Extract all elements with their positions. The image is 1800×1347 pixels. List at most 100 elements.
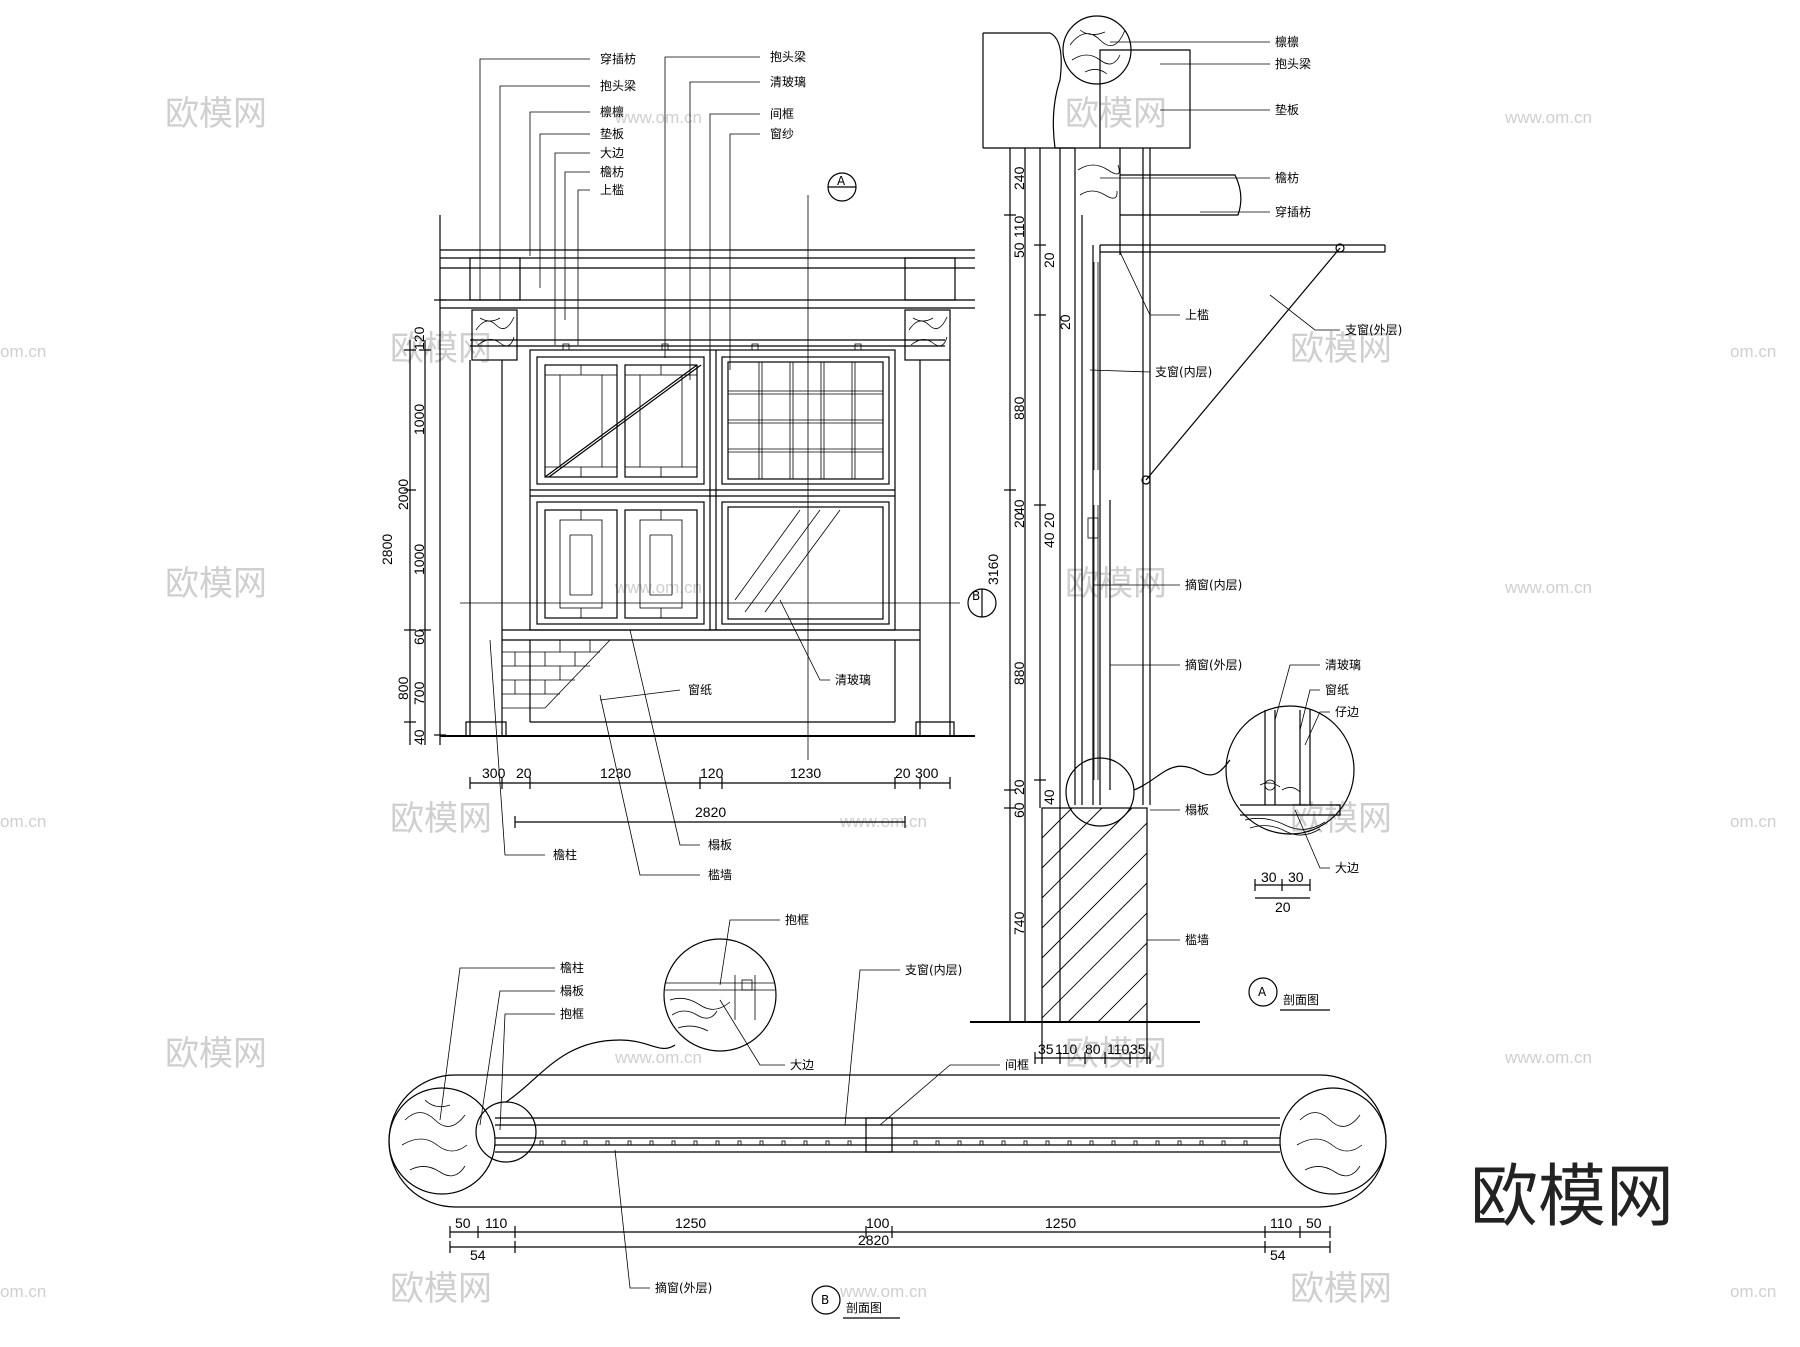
section-a: 檩檩 抱头梁 垫板 檐枋 穿插枋 上槛 支窗(外层) 支窗(内层) 摘窗(内层)… xyxy=(970,15,1402,1064)
rail-tick xyxy=(1089,1140,1094,1146)
elevation-leaders xyxy=(479,56,760,380)
dim-a-detail-30-2: 30 xyxy=(1288,869,1304,885)
dim-a-40: 40 xyxy=(1011,499,1027,515)
rail-tick xyxy=(1221,1140,1226,1146)
dim-b-54-r: 54 xyxy=(1270,1247,1286,1263)
label-a-kanqiang: 槛墙 xyxy=(1185,932,1209,947)
rail-tick xyxy=(1001,1140,1006,1146)
label-a-zhichuang-outer: 支窗(外层) xyxy=(1345,323,1402,337)
section-b: 檐柱 榻板 抱框 抱框 大边 支窗(内层) 间框 摘窗(外层) 50 110 1… xyxy=(388,912,1387,1319)
watermark-brand: 欧模网 xyxy=(390,1269,492,1309)
dim-a-60: 60 xyxy=(1011,802,1027,818)
dim-20-left: 20 xyxy=(516,765,532,781)
dim-2820: 2820 xyxy=(695,804,726,820)
dim-a-20-b: 20 xyxy=(1057,314,1073,330)
label-a-baotouliang: 抱头梁 xyxy=(1275,56,1311,71)
label-a-detail-qingboli: 清玻璃 xyxy=(1325,658,1361,672)
label-chuanchafang: 穿插枋 xyxy=(600,51,636,66)
watermark-url: om.cn xyxy=(1730,342,1776,361)
rail-tick xyxy=(1067,1140,1072,1146)
label-baotouliang-2: 抱头梁 xyxy=(770,49,806,64)
label-baotouliang: 抱头梁 xyxy=(600,78,636,93)
dim-a-240: 240 xyxy=(1011,166,1027,190)
dim-a-20-top: 20 xyxy=(1041,252,1057,268)
rail-tick xyxy=(781,1140,786,1146)
label-linlin: 檩檩 xyxy=(600,104,624,119)
dim-a-20-c: 20 xyxy=(1011,512,1027,528)
label-a-zhaichuang-outer: 摘窗(外层) xyxy=(1185,657,1242,672)
rail-tick xyxy=(649,1140,654,1146)
rail-tick xyxy=(561,1140,566,1146)
brand-logo: 欧模网 xyxy=(1470,1158,1674,1237)
front-elevation: A B 穿插枋 抱头梁 檩檩 垫板 大边 檐枋 上槛 抱头梁 清玻璃 间框 窗纱 xyxy=(379,49,997,882)
rail-tick xyxy=(979,1140,984,1146)
section-a-title: 剖面图 xyxy=(1283,993,1319,1007)
dim-a-detail-20: 20 xyxy=(1275,899,1291,915)
watermark-brand: 欧模网 xyxy=(165,94,267,134)
dim-a-bottom-110-r: 110 xyxy=(1107,1041,1130,1057)
label-b-zhichuang-inner: 支窗(内层) xyxy=(905,963,962,977)
label-kanqiang: 槛墙 xyxy=(708,867,732,882)
watermark-brand: 欧模网 xyxy=(1065,94,1167,134)
dim-2000-v: 2000 xyxy=(395,479,411,510)
watermark-url: www.om.cn xyxy=(614,1048,702,1067)
dim-a-bottom-80: 80 xyxy=(1085,1041,1101,1057)
dim-120: 120 xyxy=(700,765,724,781)
label-b-baokuang: 抱框 xyxy=(560,1006,584,1021)
dim-b-110-l: 110 xyxy=(485,1215,508,1231)
watermark-brand: 欧模网 xyxy=(1065,564,1167,604)
label-a-chuanchafang: 穿插枋 xyxy=(1275,204,1311,219)
watermark-brand: 欧模网 xyxy=(165,1034,267,1074)
dim-20-right: 20 xyxy=(895,765,911,781)
rail-tick xyxy=(913,1140,918,1146)
dim-b-50-l: 50 xyxy=(455,1215,471,1231)
section-mark-a: A xyxy=(837,174,846,188)
rail-tick xyxy=(759,1140,764,1146)
section-mark-b: B xyxy=(972,589,980,603)
dim-b-50-r: 50 xyxy=(1306,1215,1322,1231)
dim-2800-v: 2800 xyxy=(379,534,395,565)
label-a-linlin: 檩檩 xyxy=(1275,34,1299,49)
dim-a-bottom-35-r: 35 xyxy=(1130,1041,1146,1057)
watermark-url: om.cn xyxy=(0,812,46,831)
label-yanfang: 檐枋 xyxy=(600,164,624,179)
label-chuangsha: 窗纱 xyxy=(770,127,794,141)
dim-a-50: 50 xyxy=(1011,242,1027,258)
rail-tick xyxy=(1243,1140,1248,1146)
rail-tick xyxy=(847,1140,852,1146)
watermark-brand: 欧模网 xyxy=(1290,799,1392,839)
dim-a-3160: 3160 xyxy=(985,554,1001,585)
rail-tick xyxy=(671,1140,676,1146)
label-qingboli-bottom: 清玻璃 xyxy=(835,673,871,687)
label-dabian: 大边 xyxy=(600,146,624,160)
dim-300-right: 300 xyxy=(915,765,939,781)
dim-b-54-l: 54 xyxy=(470,1247,486,1263)
dim-a-110: 110 xyxy=(1011,215,1027,238)
label-a-detail-chuangzhi: 窗纸 xyxy=(1325,683,1349,697)
watermark-brand: 欧模网 xyxy=(1290,1269,1392,1309)
watermark-url: www.om.cn xyxy=(614,108,702,127)
label-yanzhu: 檐柱 xyxy=(553,847,577,862)
dim-120-v: 120 xyxy=(411,326,427,350)
dim-1000-v-top: 1000 xyxy=(411,404,427,435)
watermark-url: www.om.cn xyxy=(1504,108,1592,127)
dim-a-880-bottom: 880 xyxy=(1011,661,1027,685)
dim-a-740: 740 xyxy=(1011,911,1027,935)
watermark-url: www.om.cn xyxy=(839,1282,927,1301)
rail-tick xyxy=(803,1140,808,1146)
section-b-title: 剖面图 xyxy=(846,1301,882,1315)
rail-tick xyxy=(583,1140,588,1146)
rail-tick xyxy=(1155,1140,1160,1146)
dim-b-1250-l: 1250 xyxy=(675,1215,706,1231)
label-a-taban: 榻板 xyxy=(1185,803,1209,817)
rail-tick xyxy=(693,1140,698,1146)
label-qingboli: 清玻璃 xyxy=(770,75,806,89)
dim-b-100: 100 xyxy=(866,1215,890,1231)
dim-60-v: 60 xyxy=(411,629,427,645)
rail-tick xyxy=(715,1140,720,1146)
dim-a-40-b: 40 xyxy=(1041,532,1057,548)
label-a-detail-zibian: 仔边 xyxy=(1335,705,1359,719)
label-a-zhaichuang-inner: 摘窗(内层) xyxy=(1185,577,1242,592)
dim-1000-v-bottom: 1000 xyxy=(411,544,427,575)
